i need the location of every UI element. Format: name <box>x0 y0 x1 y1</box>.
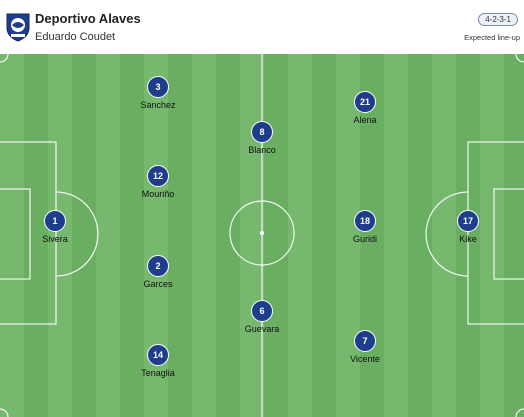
player-number: 6 <box>251 300 273 322</box>
corner-arc-top-right <box>515 54 524 63</box>
player-name: Mouriño <box>141 189 175 199</box>
player-number: 21 <box>354 91 376 113</box>
corner-arc-bottom-right <box>515 408 524 417</box>
center-circle <box>229 200 295 266</box>
player-name: Kike <box>459 234 477 244</box>
player-name: Blanco <box>248 145 276 155</box>
pitch: 1 Sivera 3 Sanchez 12 Mouriño 2 Garces 1… <box>0 54 524 417</box>
player-name: Alena <box>353 115 377 125</box>
pitch-markings <box>0 54 524 417</box>
right-penalty-area <box>467 141 524 325</box>
formation-badge[interactable]: 4-2-3-1 <box>478 13 518 26</box>
player-name: Sivera <box>42 234 68 244</box>
player-name: Tenaglia <box>141 368 175 378</box>
player-marker[interactable]: 8 Blanco <box>222 121 302 155</box>
player-name: Sanchez <box>140 100 176 110</box>
player-marker[interactable]: 14 Tenaglia <box>118 344 198 378</box>
player-name: Guridi <box>352 234 377 244</box>
player-marker[interactable]: 18 Guridi <box>325 210 405 244</box>
player-number: 14 <box>147 344 169 366</box>
left-penalty-arc <box>55 191 99 277</box>
lineup-header: Deportivo Alaves Eduardo Coudet 4-2-3-1 … <box>0 0 524 54</box>
player-number: 17 <box>457 210 479 232</box>
team-name: Deportivo Alaves <box>35 11 141 26</box>
left-goal-area <box>0 188 31 280</box>
deportivo-alaves-crest-icon <box>6 13 30 42</box>
player-number: 7 <box>354 330 376 352</box>
player-number: 8 <box>251 121 273 143</box>
right-penalty-arc <box>425 191 469 277</box>
corner-arc-bottom-left <box>0 408 9 417</box>
player-marker[interactable]: 3 Sanchez <box>118 76 198 110</box>
player-marker[interactable]: 6 Guevara <box>222 300 302 334</box>
right-goal-area <box>493 188 524 280</box>
player-number: 18 <box>354 210 376 232</box>
center-spot <box>260 231 264 235</box>
player-marker[interactable]: 17 Kike <box>428 210 508 244</box>
player-marker[interactable]: 7 Vicente <box>325 330 405 364</box>
player-name: Garces <box>143 279 173 289</box>
lineup-status: Expected line-up <box>464 33 520 42</box>
player-name: Guevara <box>244 324 280 334</box>
player-marker[interactable]: 2 Garces <box>118 255 198 289</box>
coach-name: Eduardo Coudet <box>35 31 116 43</box>
player-marker[interactable]: 12 Mouriño <box>118 165 198 199</box>
player-marker[interactable]: 21 Alena <box>325 91 405 125</box>
player-number: 3 <box>147 76 169 98</box>
player-number: 12 <box>147 165 169 187</box>
left-penalty-area <box>0 141 57 325</box>
corner-arc-top-left <box>0 54 9 63</box>
player-name: Vicente <box>350 354 380 364</box>
player-number: 1 <box>44 210 66 232</box>
player-number: 2 <box>147 255 169 277</box>
player-marker[interactable]: 1 Sivera <box>15 210 95 244</box>
